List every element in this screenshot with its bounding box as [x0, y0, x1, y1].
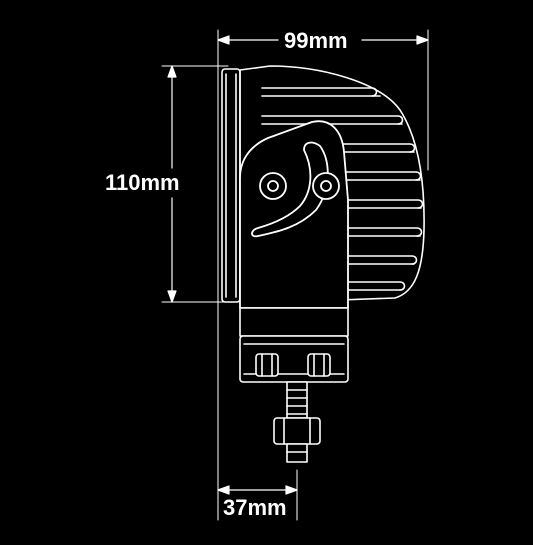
- mounting-bracket: [239, 120, 349, 309]
- width-dimension-label: 99mm: [281, 30, 351, 52]
- width-dimension-arrow: [217, 35, 429, 45]
- base-dimension-arrow: [217, 485, 298, 495]
- mounting-base: [239, 307, 349, 383]
- height-dimension-label: 110mm: [102, 172, 183, 194]
- extension-lines: [161, 29, 429, 521]
- height-dimension-arrow: [167, 65, 177, 303]
- base-dimension-label: 37mm: [220, 497, 290, 519]
- mounting-bolt: [273, 381, 321, 463]
- lens-bezel: [221, 68, 241, 303]
